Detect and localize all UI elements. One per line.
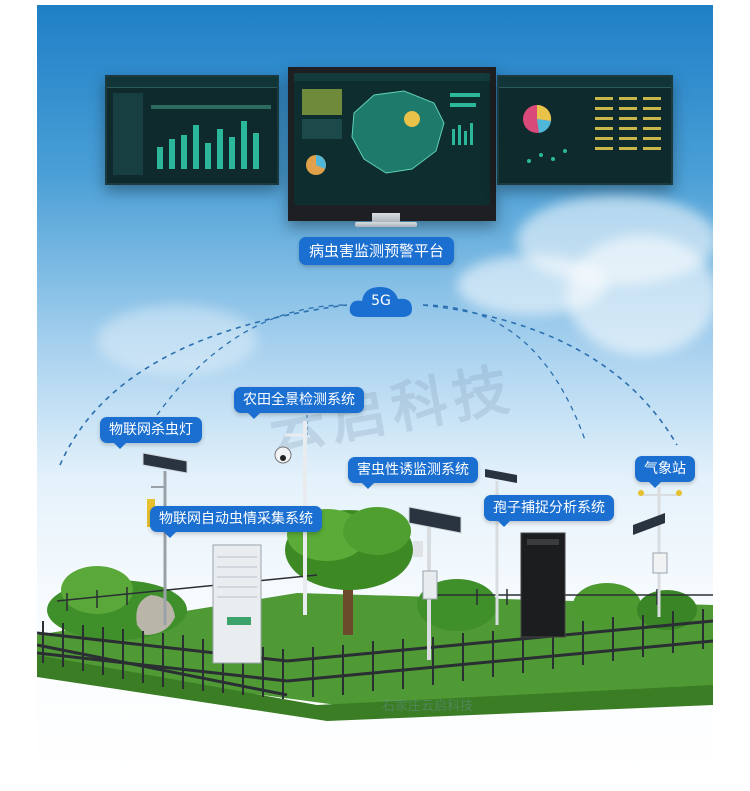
- field-scene: [37, 421, 713, 721]
- dashed-arc-right: [422, 304, 678, 446]
- device-label-panoramic-camera: 农田全景检测系统: [234, 387, 364, 419]
- cloud-icon: [349, 287, 412, 317]
- dashboard-sidebar: [113, 93, 143, 175]
- monitor-base: [355, 222, 417, 227]
- dashboard-center-monitor: [288, 67, 496, 221]
- dashboard-pie-table-graphic: [523, 97, 661, 163]
- dashed-arc-inner-left: [156, 304, 348, 416]
- device-label-weather-station: 气象站: [635, 456, 695, 488]
- auto-pest-collector-device: [212, 544, 262, 664]
- device-label-spore-analyzer: 孢子捕捉分析系统: [484, 495, 614, 527]
- network-label: 5G: [371, 293, 391, 309]
- illustration-canvas: 病虫害监测预警平台 5G 云启科技: [37, 5, 713, 773]
- device-label-insect-killer-lamp: 物联网杀虫灯: [100, 417, 202, 449]
- device-label-pest-attract-monitor: 害虫性诱监测系统: [348, 457, 478, 489]
- cloud: [97, 305, 257, 375]
- shrub: [573, 583, 641, 627]
- tree-trunk: [343, 565, 353, 635]
- dashboard-bars-graphic: [151, 105, 271, 169]
- dashboard-titlebar: [107, 77, 277, 88]
- platform-title: 病虫害监测预警平台: [299, 237, 455, 265]
- weather-station-device: [633, 487, 682, 617]
- 5g-cloud-badge: 5G: [346, 277, 416, 321]
- china-map-graphic: [294, 73, 490, 175]
- watermark-small: 石家庄云启科技: [382, 699, 474, 714]
- network-arcs: [59, 304, 678, 466]
- dashboard-right: [497, 75, 673, 185]
- shrub: [637, 590, 697, 630]
- dashed-arc-inner-right: [422, 304, 586, 441]
- cloud: [457, 255, 607, 315]
- pest-attract-monitor-device: [408, 506, 462, 660]
- device-label-auto-pest-collector: 物联网自动虫情采集系统: [150, 506, 322, 538]
- dashboard-left: [105, 75, 279, 185]
- monitor-neck: [372, 213, 400, 223]
- dashboard-titlebar: [499, 77, 671, 88]
- spore-analyzer-device: [485, 469, 566, 638]
